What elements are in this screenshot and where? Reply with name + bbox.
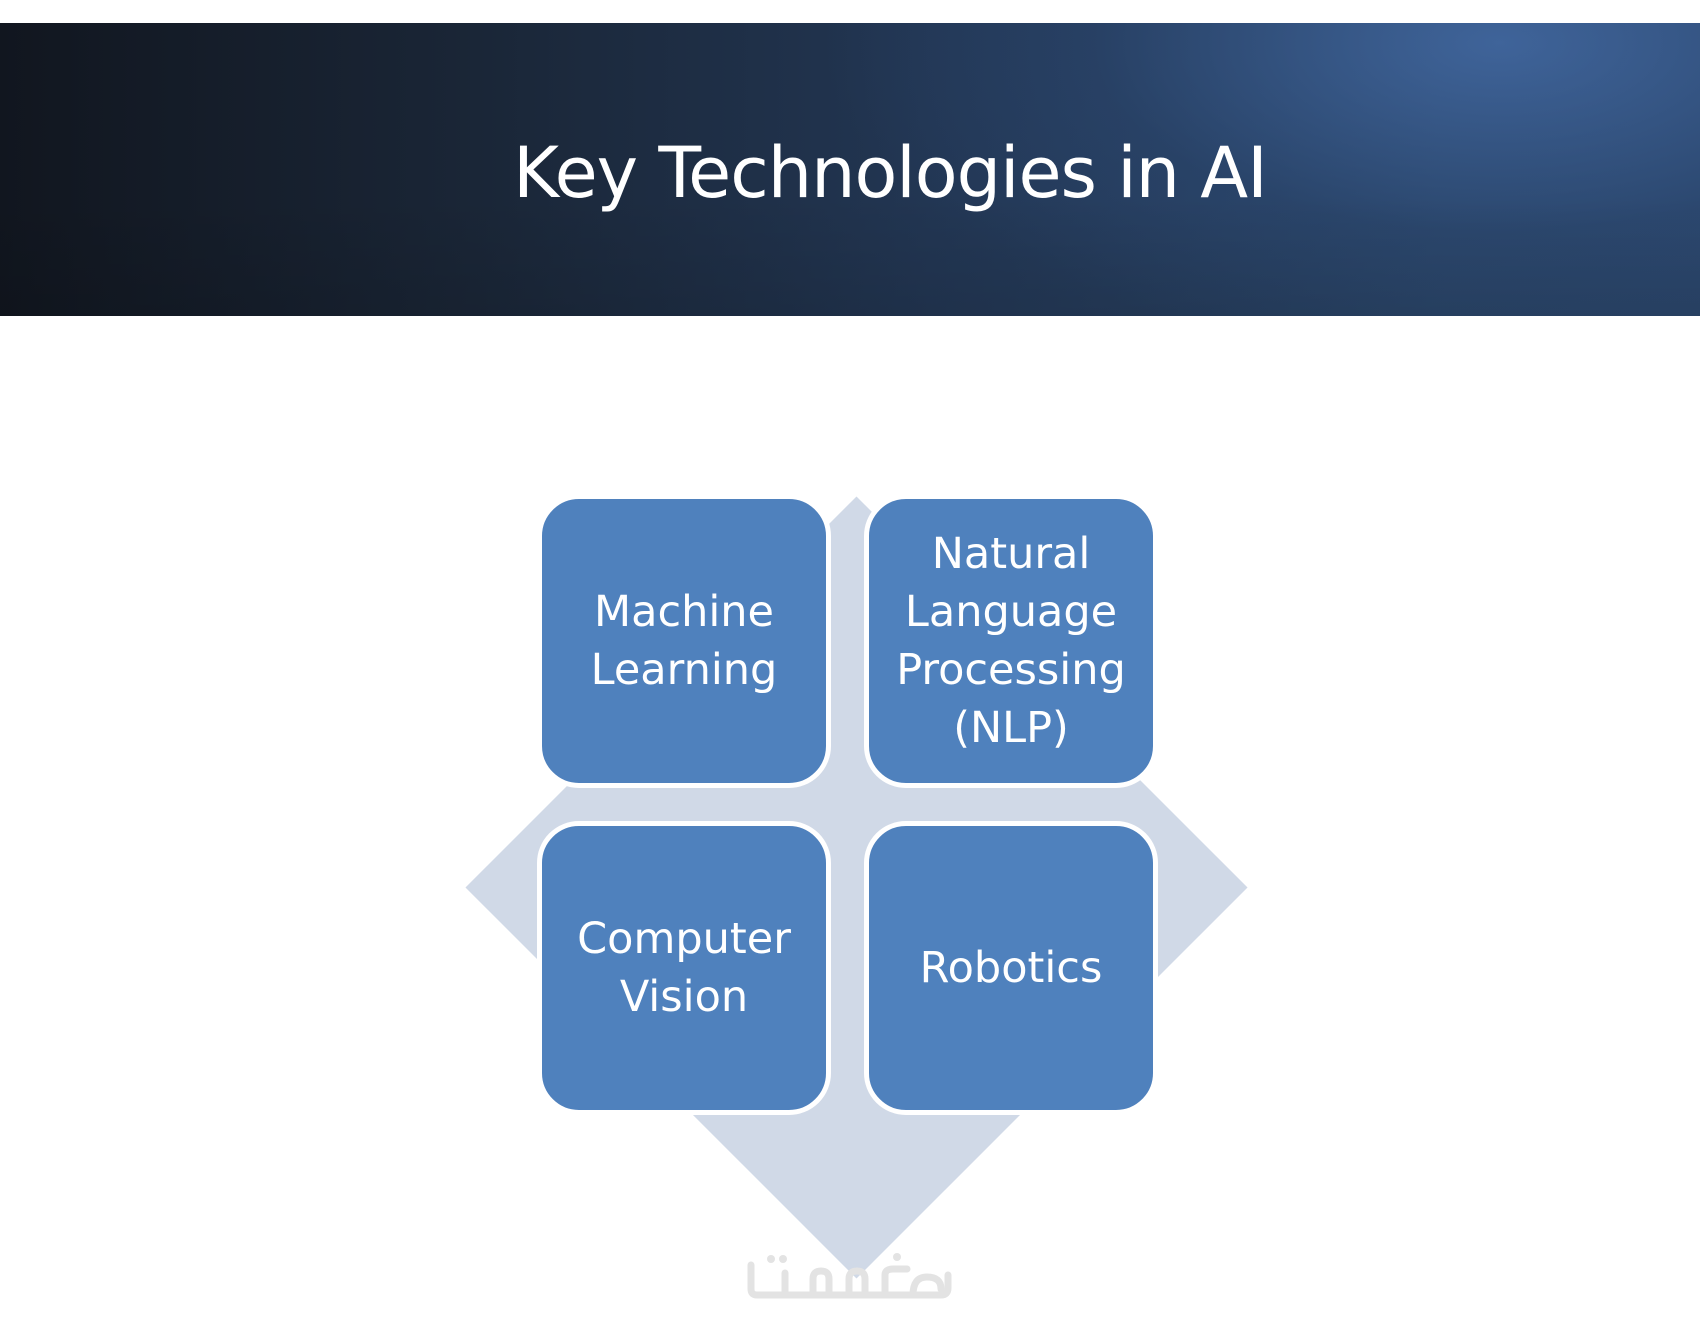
robotics-label: Robotics: [919, 943, 1103, 993]
title-band: [0, 23, 1700, 316]
slide-title: Key Technologies in AI: [513, 132, 1268, 214]
robotics-box[interactable]: Robotics: [864, 821, 1158, 1115]
machine-learning-label: Machine Learning: [590, 587, 778, 695]
machine-learning-box[interactable]: Machine Learning: [537, 494, 831, 788]
computer-vision-box[interactable]: Computer Vision: [537, 821, 831, 1115]
nlp-box[interactable]: Natural Language Processing (NLP): [864, 494, 1158, 788]
khamsat-watermark-logo: [747, 1253, 952, 1299]
nlp-label: Natural Language Processing (NLP): [896, 529, 1126, 753]
computer-vision-label: Computer Vision: [577, 914, 791, 1022]
